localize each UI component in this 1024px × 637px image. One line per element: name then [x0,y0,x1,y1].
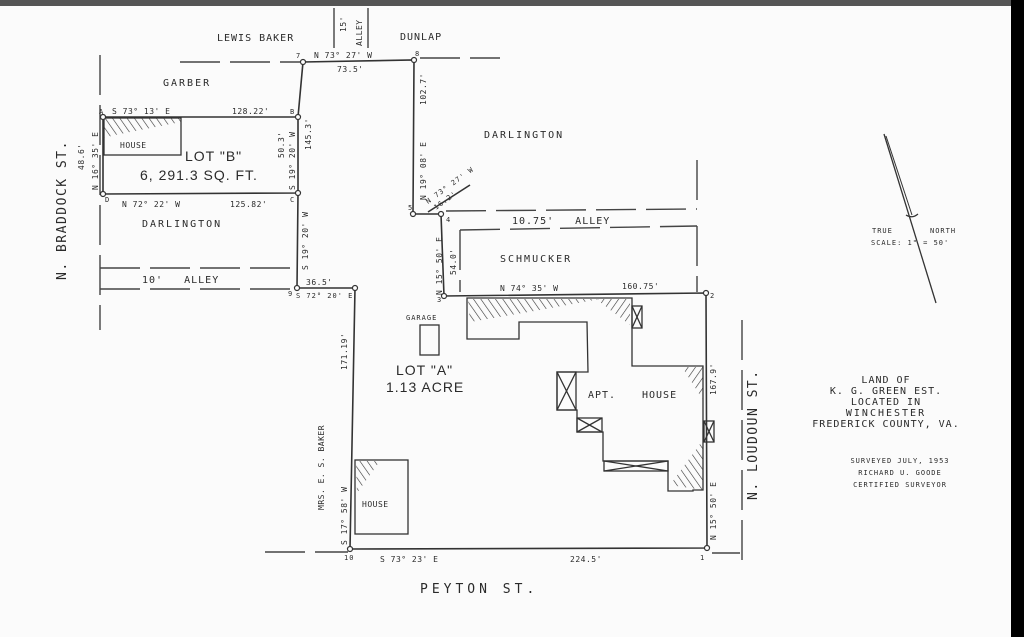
lot-a-title: LOT "A" [396,362,453,378]
svg-text:7: 7 [296,52,301,60]
svg-text:S 17° 58' W: S 17° 58' W [340,487,349,545]
svg-text:SURVEYED JULY, 1953: SURVEYED JULY, 1953 [850,457,949,465]
baker-house-label: HOUSE [362,500,389,509]
alley-top-width: 15' [339,16,348,32]
apt-hatch-3 [682,367,703,400]
svg-text:N 72° 22' W: N 72° 22' W [122,200,180,209]
svg-text:N 19° 08' E: N 19° 08' E [419,142,428,200]
apt-hatch-1 [468,299,600,322]
neighbor-mrs-baker: MRS. E. S. BAKER [317,425,326,510]
neighbor-darlington-north: DARLINGTON [484,130,564,141]
scan-top-edge [0,0,1024,6]
bearings: S 73° 13' E 128.22' N 72° 22' W 125.82' … [77,51,718,564]
north-label: NORTH [930,227,956,235]
svg-text:N 73° 27' W: N 73° 27' W [314,51,372,60]
svg-text:A: A [99,108,104,116]
svg-text:S 73° 23' E: S 73° 23' E [380,555,438,564]
neighbor-darlington-west: DARLINGTON [142,219,222,230]
lot-b-house-hatch [104,118,181,138]
apt-label: APT. [588,390,616,401]
neighbor-garber: GARBER [163,78,211,89]
garage [419,324,440,356]
svg-text:1: 1 [700,554,705,562]
lot-b-house-label: HOUSE [120,141,147,150]
svg-text:73.5': 73.5' [337,65,364,74]
surveyor-block: SURVEYED JULY, 1953 RICHARD U. GOODE CER… [850,457,949,489]
neighbor-schmucker: SCHMUCKER [500,254,572,265]
lot-b-title: LOT "B" [185,148,242,164]
svg-text:128.22': 128.22' [232,107,269,116]
svg-text:S 19° 20' W: S 19° 20' W [301,212,310,270]
svg-text:8: 8 [415,50,420,58]
svg-text:125.82': 125.82' [230,200,267,209]
svg-text:C: C [290,196,295,204]
svg-text:B: B [290,108,295,116]
baker-house-hatch [356,461,380,493]
apt-house-label: HOUSE [642,390,677,401]
corner-points [99,56,711,553]
street-braddock: N. BRADDOCK ST. [55,140,70,280]
point-labels: A B C D 7 8 5 4 3 2 1 10 9 [99,50,715,562]
scale-label: SCALE: 1" = 50' [871,239,949,247]
svg-text:N 16° 35' E: N 16° 35' E [91,132,100,190]
svg-text:50.3': 50.3' [277,131,286,158]
svg-text:2: 2 [710,292,715,300]
svg-text:N 74° 35' W: N 74° 35' W [500,284,558,293]
apt-hatch-4 [670,440,703,490]
alley-top-label: ALLEY [355,19,364,46]
svg-text:LAND OF: LAND OF [861,375,910,386]
svg-text:54.0': 54.0' [449,248,458,275]
svg-text:3: 3 [437,296,442,304]
alley-west: 10' ALLEY [142,275,219,286]
lot-b-area: 6, 291.3 SQ. FT. [140,167,258,183]
street-peyton: PEYTON ST. [420,582,538,597]
lot-a-area: 1.13 ACRE [386,379,464,395]
svg-text:CERTIFIED SURVEYOR: CERTIFIED SURVEYOR [853,481,947,489]
apt-hatch-2 [596,299,630,325]
svg-text:FREDERICK COUNTY, VA.: FREDERICK COUNTY, VA. [812,419,959,430]
svg-text:S 73° 13' E: S 73° 13' E [112,107,170,116]
svg-text:171.19': 171.19' [340,333,349,370]
svg-text:224.5': 224.5' [570,555,602,564]
svg-text:36.5': 36.5' [306,278,333,287]
neighbor-dunlap: DUNLAP [400,32,442,43]
neighbor-lines [99,8,743,570]
baker-house [354,459,409,535]
tie-line-5-4 [427,184,471,213]
title-block: LAND OF K. G. GREEN EST. LOCATED IN WINC… [812,375,959,430]
garage-label: GARAGE [406,314,437,322]
svg-text:9: 9 [288,290,293,298]
svg-text:N 15° 50' E: N 15° 50' E [709,482,718,540]
svg-text:102.7': 102.7' [419,73,428,105]
svg-text:48.6': 48.6' [77,143,86,170]
svg-text:S 19° 20' W: S 19° 20' W [288,132,297,190]
svg-text:S 72° 20' E: S 72° 20' E [296,292,353,300]
north-true-label: TRUE [872,227,893,235]
scan-right-edge [1011,0,1024,637]
svg-text:10: 10 [344,554,354,562]
svg-text:WINCHESTER: WINCHESTER [846,408,926,419]
lot-a-boundary [296,59,708,550]
svg-text:145.3': 145.3' [304,118,313,150]
svg-text:LOCATED IN: LOCATED IN [851,397,921,408]
svg-text:5: 5 [408,204,413,212]
apt-porches [556,305,715,472]
north-arrow-icon [883,133,937,304]
apt-house [466,297,704,492]
svg-text:D: D [105,196,110,204]
svg-text:4: 4 [446,216,451,224]
svg-text:RICHARD U. GOODE: RICHARD U. GOODE [858,469,941,477]
svg-text:N 15° 50' E: N 15° 50' E [435,237,444,295]
svg-text:160.75': 160.75' [622,282,659,291]
neighbor-lewis-baker: LEWIS BAKER [217,33,294,44]
alley-east: 10.75' ALLEY [512,216,610,227]
svg-text:167.9': 167.9' [709,363,718,395]
svg-text:K. G. GREEN EST.: K. G. GREEN EST. [830,386,942,397]
street-loudoun: N. LOUDOUN ST. [746,369,761,500]
